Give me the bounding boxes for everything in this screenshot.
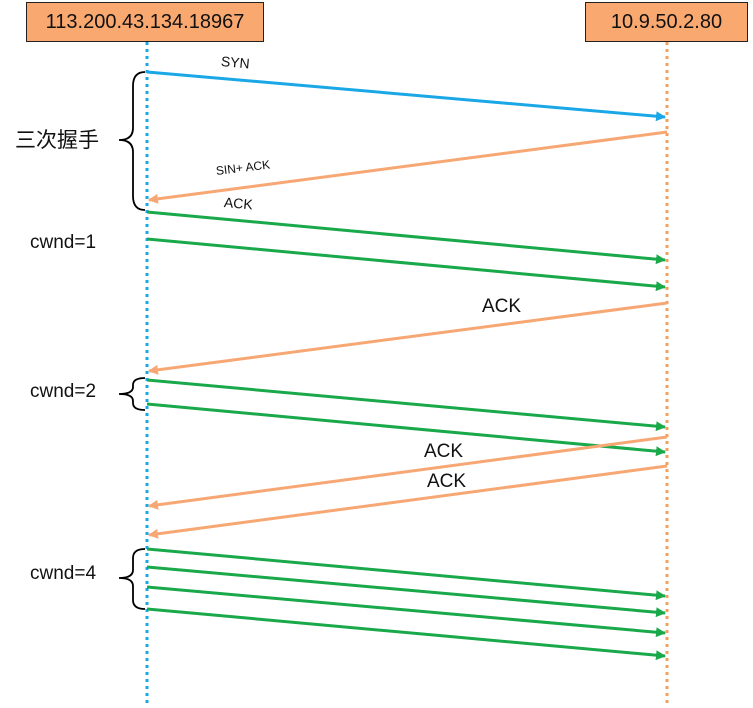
data-arrow-round2-first: [146, 378, 666, 432]
data-arrow-round3-first: [146, 547, 666, 601]
client-host-box: 113.200.43.134.18967: [26, 2, 264, 42]
ack-round2-second-label: ACK: [427, 471, 467, 492]
ack-round2-first-label: ACK: [424, 441, 464, 462]
cwnd1-label: cwnd=1: [30, 232, 97, 253]
data-arrow-round3-second: [146, 565, 666, 618]
cwnd2-label: cwnd=2: [30, 381, 97, 402]
ack-round1-label: ACK: [482, 296, 522, 317]
handshake-brace: [118, 71, 146, 211]
data-arrow-round3-fourth: [146, 607, 666, 661]
data-arrow-round2-second: [146, 402, 666, 457]
data-arrow-round3-third: [146, 585, 666, 638]
server-host-box: 10.9.50.2.80: [585, 2, 748, 42]
server-host-label: 10.9.50.2.80: [610, 10, 723, 33]
syn-arrow: [146, 70, 666, 122]
cwnd2-brace: [118, 377, 146, 411]
handshake-label: 三次握手: [15, 129, 99, 152]
client-host-label: 113.200.43.134.18967: [45, 10, 245, 33]
ack-handshake-arrow: [146, 210, 666, 265]
syn-label: SYN: [220, 53, 251, 72]
ack-handshake-label: ACK: [223, 194, 254, 213]
syn-ack-arrow: [148, 130, 668, 204]
data-arrow-round1: [146, 237, 666, 292]
ack-arrow-round2-first: [148, 435, 668, 510]
cwnd4-label: cwnd=4: [30, 563, 97, 584]
ack-arrow-round1: [148, 301, 668, 375]
cwnd4-brace: [118, 548, 146, 610]
ack-arrow-round2-second: [148, 464, 668, 539]
